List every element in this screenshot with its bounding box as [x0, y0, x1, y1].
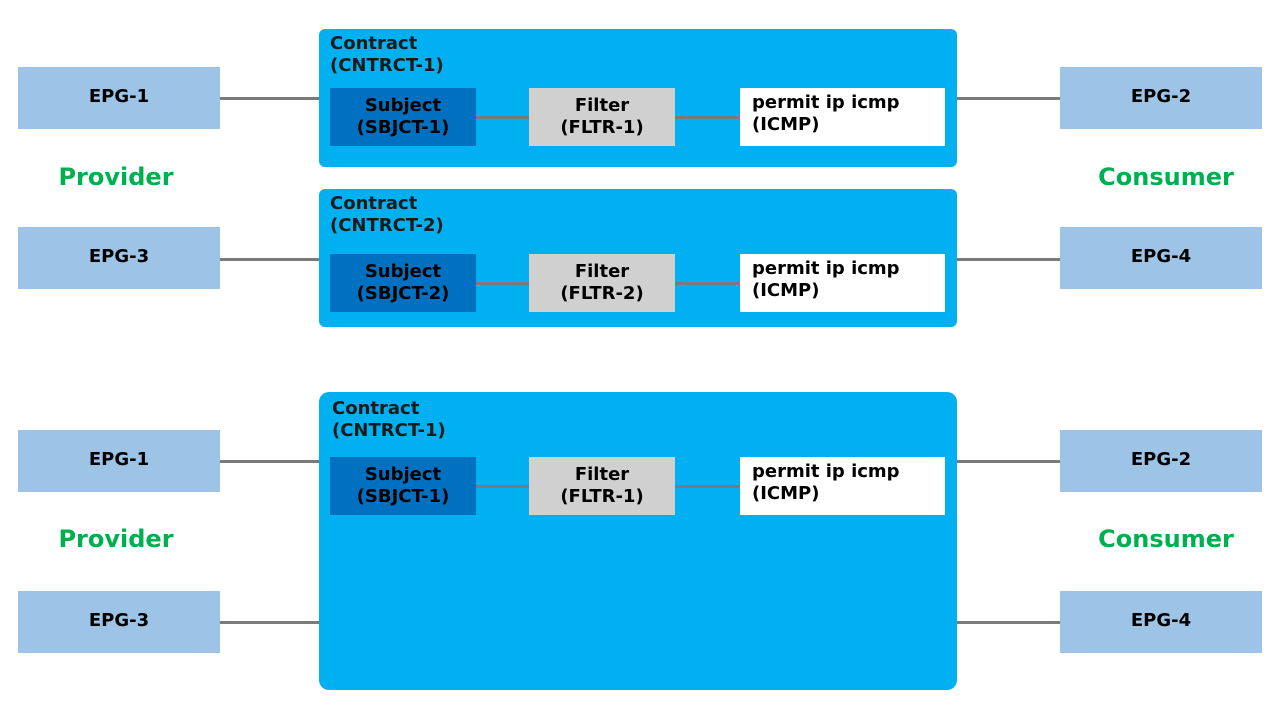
rule-line1: permit ip icmp	[752, 258, 900, 279]
provider-label: Provider	[58, 163, 174, 191]
epg-1-box: EPG-1	[18, 430, 220, 492]
connector-line	[476, 485, 529, 488]
filter-line2: (FLTR-1)	[560, 117, 644, 138]
filter-line2: (FLTR-2)	[560, 283, 644, 304]
subject-box: Subject (SBJCT-2)	[330, 254, 476, 312]
epg-label: EPG-1	[88, 448, 150, 470]
rule-line2: (ICMP)	[752, 114, 820, 135]
contract-cntrct-1-shared: Contract (CNTRCT-1) Subject (SBJCT-1) Fi…	[319, 392, 957, 690]
connector-line	[220, 621, 319, 624]
epg-3-box: EPG-3	[18, 591, 220, 653]
filter-rule-box: permit ip icmp (ICMP)	[740, 254, 945, 312]
epg-label: EPG-3	[88, 609, 150, 631]
subject-line2: (SBJCT-1)	[356, 486, 450, 507]
epg-1-box: EPG-1	[18, 67, 220, 129]
filter-box: Filter (FLTR-1)	[529, 457, 675, 515]
subject-line1: Subject	[364, 261, 442, 282]
epg-2-box: EPG-2	[1060, 430, 1262, 492]
epg-label: EPG-2	[1130, 85, 1192, 107]
connector-line	[675, 116, 740, 119]
epg-label: EPG-2	[1130, 448, 1192, 470]
filter-box: Filter (FLTR-2)	[529, 254, 675, 312]
rule-line1: permit ip icmp	[752, 461, 900, 482]
epg-label: EPG-4	[1130, 245, 1192, 267]
consumer-label: Consumer	[1098, 163, 1234, 191]
subject-line1: Subject	[364, 464, 442, 485]
contract-title: Contract (CNTRCT-1)	[330, 33, 444, 77]
connector-line	[220, 97, 319, 100]
connector-line	[476, 282, 529, 285]
connector-line	[476, 116, 529, 119]
epg-4-box: EPG-4	[1060, 591, 1262, 653]
contract-cntrct-1: Contract (CNTRCT-1) Subject (SBJCT-1) Fi…	[319, 29, 957, 167]
consumer-label: Consumer	[1098, 525, 1234, 553]
rule-line2: (ICMP)	[752, 280, 820, 301]
connector-line	[957, 460, 1060, 463]
connector-line	[957, 258, 1060, 261]
epg-3-box: EPG-3	[18, 227, 220, 289]
contract-title: Contract (CNTRCT-1)	[332, 398, 446, 442]
subject-line1: Subject	[364, 95, 442, 116]
filter-rule-box: permit ip icmp (ICMP)	[740, 457, 945, 515]
connector-line	[957, 621, 1060, 624]
provider-label: Provider	[58, 525, 174, 553]
connector-line	[220, 258, 319, 261]
subject-box: Subject (SBJCT-1)	[330, 457, 476, 515]
rule-line1: permit ip icmp	[752, 92, 900, 113]
subject-line2: (SBJCT-2)	[356, 283, 450, 304]
rule-line2: (ICMP)	[752, 483, 820, 504]
subject-box: Subject (SBJCT-1)	[330, 88, 476, 146]
contract-title-line1: Contract	[332, 398, 420, 419]
epg-4-box: EPG-4	[1060, 227, 1262, 289]
filter-rule-box: permit ip icmp (ICMP)	[740, 88, 945, 146]
contract-cntrct-2: Contract (CNTRCT-2) Subject (SBJCT-2) Fi…	[319, 189, 957, 327]
connector-line	[220, 460, 319, 463]
filter-line2: (FLTR-1)	[560, 486, 644, 507]
epg-label: EPG-3	[88, 245, 150, 267]
subject-line2: (SBJCT-1)	[356, 117, 450, 138]
connector-line	[957, 97, 1060, 100]
connector-line	[675, 485, 740, 488]
contract-title-line2: (CNTRCT-1)	[330, 55, 444, 76]
connector-line	[675, 282, 740, 285]
epg-label: EPG-4	[1130, 609, 1192, 631]
filter-line1: Filter	[574, 464, 630, 485]
filter-box: Filter (FLTR-1)	[529, 88, 675, 146]
contract-title-line1: Contract	[330, 33, 418, 54]
filter-line1: Filter	[574, 95, 630, 116]
contract-title-line1: Contract	[330, 193, 418, 214]
epg-2-box: EPG-2	[1060, 67, 1262, 129]
contract-title-line2: (CNTRCT-2)	[330, 215, 444, 236]
contract-title: Contract (CNTRCT-2)	[330, 193, 444, 237]
filter-line1: Filter	[574, 261, 630, 282]
epg-label: EPG-1	[88, 85, 150, 107]
contract-title-line2: (CNTRCT-1)	[332, 420, 446, 441]
